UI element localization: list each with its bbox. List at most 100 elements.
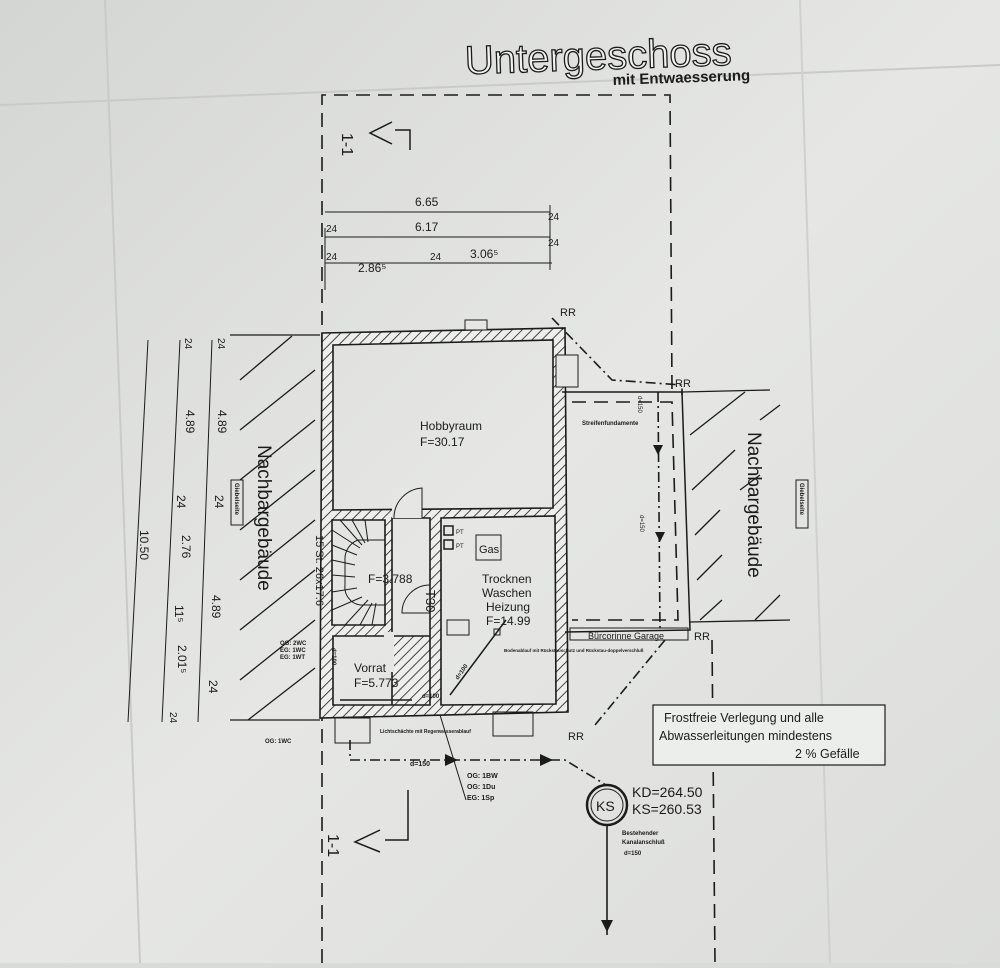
drainage-lines: d=150 d=150 d=150 d=100 d=100 d=100 [330,317,683,935]
svg-text:d=150: d=150 [638,515,644,533]
rr-label: RR [675,378,691,390]
svg-text:24: 24 [212,495,226,509]
room-vorrat-name: Vorrat [354,661,387,675]
pt-tanks: PT PT [443,525,464,550]
plan-title: Untergeschoss [464,30,732,83]
svg-text:24: 24 [326,252,338,263]
svg-text:2 % Gefälle: 2 % Gefälle [795,747,860,761]
room-vorrat-area: F=5.773 [354,676,399,690]
annex-foundation: Streifenfundamente Bürcorinne Garage [562,391,691,641]
svg-text:OG: 2WC: OG: 2WC [280,641,307,647]
existing-sewer-label: Bestehender [622,831,659,837]
gas-meter: Gas [475,534,502,561]
section-marker-bottom: 1-1 [324,790,409,857]
kd-level: KD=264.50 [632,784,703,800]
stack-left-labels: OG: 2WC EG: 1WC EG: 1WT [280,641,307,661]
svg-text:1-1: 1-1 [338,133,355,156]
fire-door-label: T30 [423,590,438,612]
svg-text:10.50: 10.50 [137,530,151,560]
gable-tag-right: Giebelseite [795,479,809,529]
neighbor-hatching-right [681,389,791,623]
neighbor-label-left: Nachbargebäude [253,445,274,591]
svg-text:24: 24 [206,680,220,694]
svg-text:6.17: 6.17 [415,220,439,234]
room-utility-name: Trocknen [482,572,532,586]
svg-text:d=100: d=100 [330,648,336,666]
rr-label: RR [568,731,584,743]
stair-area: F=3.788 [368,572,413,586]
rr-label: RR [694,631,710,643]
svg-text:KS: KS [596,798,615,814]
svg-text:d=150: d=150 [410,761,430,768]
washing-machine [446,619,470,636]
svg-text:24: 24 [167,712,178,724]
existing-sewer-diameter: d=150 [624,851,642,857]
svg-text:EG: 1WT: EG: 1WT [280,655,305,661]
neighbor-hatching-left [230,334,320,721]
staircase [331,519,385,626]
door-swing [393,487,423,519]
svg-text:d=150: d=150 [636,396,642,414]
svg-text:2.01⁵: 2.01⁵ [175,645,189,673]
og-wc-label: OG: 1WC [265,739,292,745]
svg-text:Giebelseite: Giebelseite [233,483,239,516]
light-well-note: Lichtschächte mit Regenwasserablauf [380,729,471,735]
svg-text:PT: PT [456,544,464,550]
svg-text:24: 24 [430,252,442,263]
paper-fold [104,0,141,964]
svg-text:24: 24 [326,224,338,235]
floor-drain-note: Bodenablauf mit Rückstauschutz und Rücks… [504,648,644,653]
existing-sewer-label: Kanalanschluß [622,840,665,846]
svg-text:Gas: Gas [479,544,500,556]
plan-subtitle: mit Entwaesserung [612,67,750,89]
svg-text:Bürcorinne Garage: Bürcorinne Garage [588,631,664,641]
gable-tag-left: Giebelseite [230,479,244,526]
light-well [334,717,371,744]
property-boundary-right [711,639,716,964]
svg-text:PT: PT [456,530,464,536]
svg-text:24: 24 [174,495,188,509]
svg-text:d=100: d=100 [422,694,440,700]
svg-text:EG: 1WC: EG: 1WC [280,648,306,654]
left-dimensions: 10.50 4.89 24 2.76 11⁵ 2.01⁵ 24 4.89 24 … [127,338,229,724]
svg-text:OG: 1Du: OG: 1Du [467,784,495,791]
svg-text:24: 24 [548,238,560,249]
svg-text:3.06⁵: 3.06⁵ [470,247,498,261]
svg-text:Frostfreie Verlegung und alle: Frostfreie Verlegung und alle [664,711,824,725]
neighbor-label-right: Nachbargebäude [743,432,764,578]
door-swing [401,584,431,614]
stack-bottom-labels: OG: 1BW OG: 1Du EG: 1Sp [467,773,498,802]
section-marker-top: 1-1 [338,121,411,156]
stair-steps: 15 St. 26x17.6 [313,535,325,606]
svg-text:EG: 1Sp: EG: 1Sp [467,795,494,802]
room-utility-name: Waschen [482,586,532,600]
floor-drain [493,628,501,636]
svg-text:Streifenfundamente: Streifenfundamente [582,421,639,427]
ks-level: KS=260.53 [632,801,702,817]
svg-text:2.76: 2.76 [179,535,193,559]
room-hobbyraum-name: Hobbyraum [420,419,482,433]
paper-fold [799,0,831,964]
svg-text:Giebelseite: Giebelseite [798,483,804,516]
building-walls [319,319,579,719]
svg-text:4.89: 4.89 [183,410,197,434]
svg-text:4.89: 4.89 [209,595,223,619]
property-boundary [321,94,673,963]
svg-text:6.65: 6.65 [415,195,439,209]
title-block: Untergeschoss mit Entwaesserung [464,29,751,89]
svg-text:24: 24 [548,212,560,223]
paper-fold [0,64,1000,106]
svg-text:24: 24 [215,338,226,350]
svg-text:Abwasserleitungen mindestens: Abwasserleitungen mindestens [659,729,832,743]
svg-text:4.89: 4.89 [215,410,229,434]
room-utility-area: F=14.99 [486,614,531,628]
sewer-manhole: KS [585,783,629,827]
svg-text:2.86⁵: 2.86⁵ [358,261,386,275]
svg-text:24: 24 [182,338,193,350]
svg-text:11⁵: 11⁵ [172,605,186,622]
frost-note: Frostfreie Verlegung und alle Abwasserle… [652,704,886,766]
top-dimensions: 6.65 6.17 24 24 2.86⁵ 3.06⁵ 24 24 24 [324,195,560,290]
